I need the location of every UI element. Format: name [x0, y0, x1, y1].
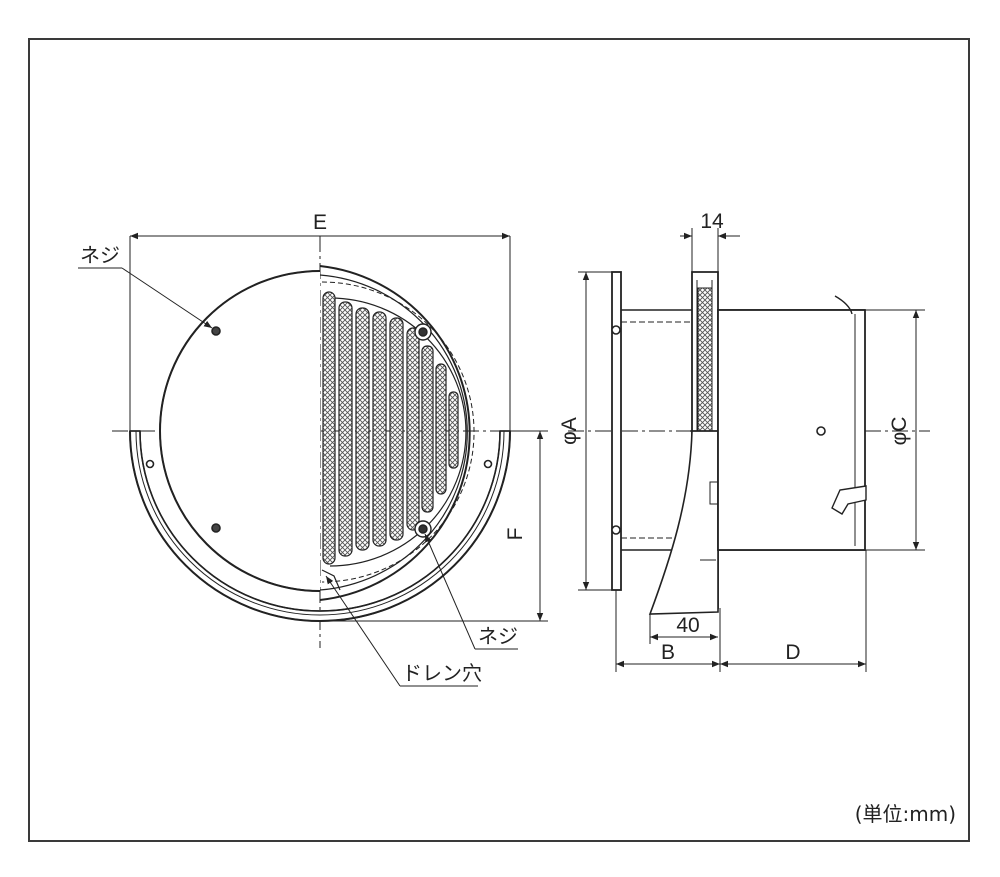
- dim-phiA-label: φA: [558, 417, 581, 445]
- duct-pipe: [717, 309, 866, 551]
- dim-D-label: D: [785, 641, 800, 664]
- front-dimensions: [78, 232, 548, 687]
- drawing-frame: [28, 38, 970, 842]
- dim-B-label: B: [661, 641, 675, 664]
- flange-hole-right: [483, 459, 493, 469]
- side-view: [568, 271, 930, 615]
- drip-hood: [648, 430, 719, 615]
- louver-screws: [414, 323, 432, 538]
- dim-phiC-label: φC: [888, 417, 911, 446]
- hood-screw-bottom: [211, 523, 221, 533]
- hook-tab: [831, 485, 867, 515]
- wall-flange: [611, 271, 622, 591]
- hood-screw-top: [211, 326, 221, 336]
- unit-note: (単位:mm): [854, 802, 956, 826]
- dim-14-label: 14: [700, 210, 724, 233]
- flange-hole-left: [145, 459, 155, 469]
- front-view: [112, 236, 540, 648]
- hood-left-half: [159, 270, 321, 592]
- louver-slats: [322, 291, 459, 565]
- dim-40-label: 40: [676, 614, 699, 637]
- dim-F-label: F: [504, 528, 527, 541]
- drain-hole-label: ドレン穴: [402, 661, 482, 685]
- screw-label-top: ネジ: [80, 243, 120, 267]
- screw-label-bottom: ネジ: [478, 624, 518, 648]
- side-dimensions: [578, 228, 925, 672]
- dim-E-label: E: [313, 211, 327, 234]
